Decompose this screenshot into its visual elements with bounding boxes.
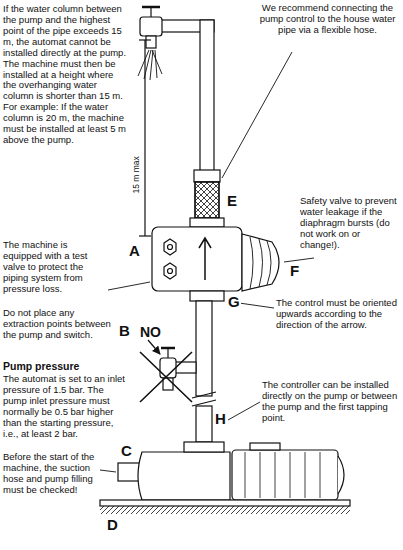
pipe-break <box>192 392 216 406</box>
house-pipe <box>200 20 214 172</box>
note-text: The machine is equipped with a test valv… <box>3 240 107 295</box>
warning-arrow <box>148 340 160 354</box>
note-text: The automat is set to an inlet pressure … <box>3 374 127 440</box>
callout-letter: C <box>120 442 133 459</box>
pump-pipe <box>196 301 212 396</box>
section-heading: Pump pressure <box>3 360 123 372</box>
callout-letter: F <box>289 262 300 279</box>
callout-letter: E <box>226 192 238 209</box>
hose-coupling <box>194 170 220 182</box>
note-text: The controller can be installed directly… <box>262 380 400 424</box>
callout-letter: A <box>128 242 141 259</box>
note-text: Do not place any extraction points betwe… <box>3 308 111 341</box>
callout-letter: B <box>118 322 131 339</box>
note-text: Safety valve to prevent water leakage if… <box>300 196 400 251</box>
dimension-line <box>139 40 151 236</box>
callout-letter: H <box>214 410 227 427</box>
callout-letter: D <box>106 516 119 533</box>
note-text: Before the start of the machine, the suc… <box>3 452 95 496</box>
note-text: The control must be oriented upwards acc… <box>276 298 400 331</box>
pump-pipe <box>196 406 212 442</box>
hose-braid <box>195 182 219 218</box>
note-text: We recommend connecting the pump control… <box>255 3 400 36</box>
callout-letter: G <box>227 293 241 310</box>
extraction-valve <box>140 348 196 402</box>
upper-nut <box>190 218 224 227</box>
pump <box>100 442 350 514</box>
dimension-label: 15 m max <box>131 156 141 193</box>
warning-word: NO <box>140 324 161 340</box>
pressure-control <box>152 227 279 301</box>
flexible-hose <box>195 182 219 218</box>
note-text: If the water column between the pump and… <box>3 4 127 146</box>
